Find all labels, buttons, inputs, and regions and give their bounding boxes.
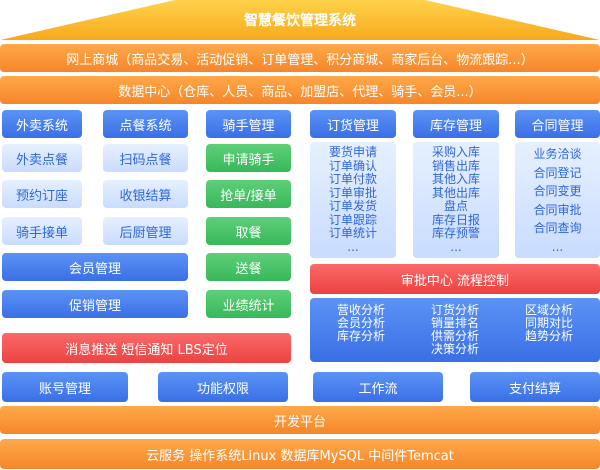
contract-item: 合同审批 <box>533 202 582 217</box>
dev-platform-layer: 开发平台 <box>0 406 600 434</box>
ordering-item: 后厨管理 <box>103 217 188 245</box>
order-goods-item: 订单发货 <box>328 199 377 213</box>
order-goods-item: 订单审批 <box>328 185 377 200</box>
contract-item: 合同查询 <box>533 221 582 235</box>
inventory-item: 其他入库 <box>431 172 480 186</box>
ordering-item: 扫码点餐 <box>103 144 188 172</box>
contract-item: 业务洽谈 <box>533 147 582 161</box>
header-inventory: 库存管理 <box>413 110 499 138</box>
inventory-item: 库存日报 <box>431 212 480 227</box>
rider-item: 抢单/接单 <box>206 180 291 208</box>
analysis-item: 会员分析 <box>336 316 385 330</box>
analysis-item: 区域分析 <box>524 303 573 317</box>
analysis-item: 销量排名 <box>430 316 479 330</box>
data-center-layer: 数据中心（仓库、人员、商品、加盟店、代理、骑手、会员...） <box>0 76 600 104</box>
inventory-item: 库存预警 <box>431 226 480 240</box>
analysis-item: 趋势分析 <box>524 329 573 343</box>
title-trapezoid <box>0 0 600 40</box>
ordering-item: 收银结算 <box>103 180 188 208</box>
member-management: 会员管理 <box>2 253 188 281</box>
title-banner: 智慧餐饮管理系统 <box>0 0 600 40</box>
messaging-bar: 消息推送 短信通知 LBS定位 <box>2 333 291 363</box>
contract-item: 合同登记 <box>533 165 582 180</box>
order-goods-item: 订单统计 <box>328 226 377 240</box>
header-order-goods: 订货管理 <box>310 110 396 138</box>
rider-item: 取餐 <box>206 217 291 245</box>
inventory-item: 盘点 <box>443 199 468 213</box>
inventory-item: 采购入库 <box>431 145 480 159</box>
inventory-item: 其他出库 <box>431 185 480 200</box>
decision-analysis: 决策分析 <box>430 342 479 356</box>
approval-center: 审批中心 流程控制 <box>310 264 600 294</box>
takeaway-item: 外卖点餐 <box>2 144 82 172</box>
order-goods-item: 订单跟踪 <box>328 212 377 227</box>
mall-layer: 网上商城（商品交易、活动促销、订单管理、积分商城、商家后台、物流跟踪...） <box>0 44 600 72</box>
contract-list: 业务洽谈 合同登记 合同变更 合同审批 合同查询 ... <box>515 142 600 258</box>
header-rider: 骑手管理 <box>206 110 291 138</box>
platform-account-management: 账号管理 <box>2 372 128 402</box>
order-goods-item: ... <box>347 239 359 254</box>
analysis-item: 营收分析 <box>336 303 385 317</box>
platform-permissions: 功能权限 <box>158 372 288 402</box>
platform-workflow: 工作流 <box>313 372 443 402</box>
analysis-item: 订货分析 <box>430 303 479 317</box>
promotion-management: 促销管理 <box>2 290 188 318</box>
inventory-list: 采购入库 销售出库 其他入库 其他出库 盘点 库存日报 库存预警 ... <box>413 142 499 258</box>
analysis-block: 营收分析 订货分析 区域分析 会员分析 销量排名 同期对比 库存分析 供需分析 … <box>310 298 600 362</box>
cloud-layer: 云服务 操作系统Linux 数据库MySQL 中间件Temcat <box>0 439 600 469</box>
order-goods-item: 订单确认 <box>328 158 377 173</box>
platform-payment: 支付结算 <box>470 372 600 402</box>
analysis-item: 供需分析 <box>430 329 479 343</box>
takeaway-item: 骑手接单 <box>2 217 82 245</box>
analysis-item: 库存分析 <box>336 329 385 343</box>
contract-item: ... <box>551 239 564 254</box>
rider-item: 送餐 <box>206 253 291 281</box>
order-goods-item: 要货申请 <box>328 145 377 159</box>
rider-item: 申请骑手 <box>206 144 291 172</box>
inventory-item: ... <box>450 239 462 254</box>
contract-item: 合同变更 <box>533 184 582 198</box>
header-contract: 合同管理 <box>515 110 600 138</box>
page-title: 智慧餐饮管理系统 <box>244 13 356 29</box>
order-goods-item: 订单付款 <box>328 172 377 186</box>
analysis-item: 同期对比 <box>524 316 573 330</box>
header-ordering: 点餐系统 <box>103 110 188 138</box>
order-goods-list: 要货申请 订单确认 订单付款 订单审批 订单发货 订单跟踪 订单统计 ... <box>310 142 396 258</box>
takeaway-item: 预约订座 <box>2 180 82 208</box>
rider-item: 业绩统计 <box>206 290 291 318</box>
inventory-item: 销售出库 <box>431 158 480 173</box>
header-takeaway: 外卖系统 <box>2 110 82 138</box>
